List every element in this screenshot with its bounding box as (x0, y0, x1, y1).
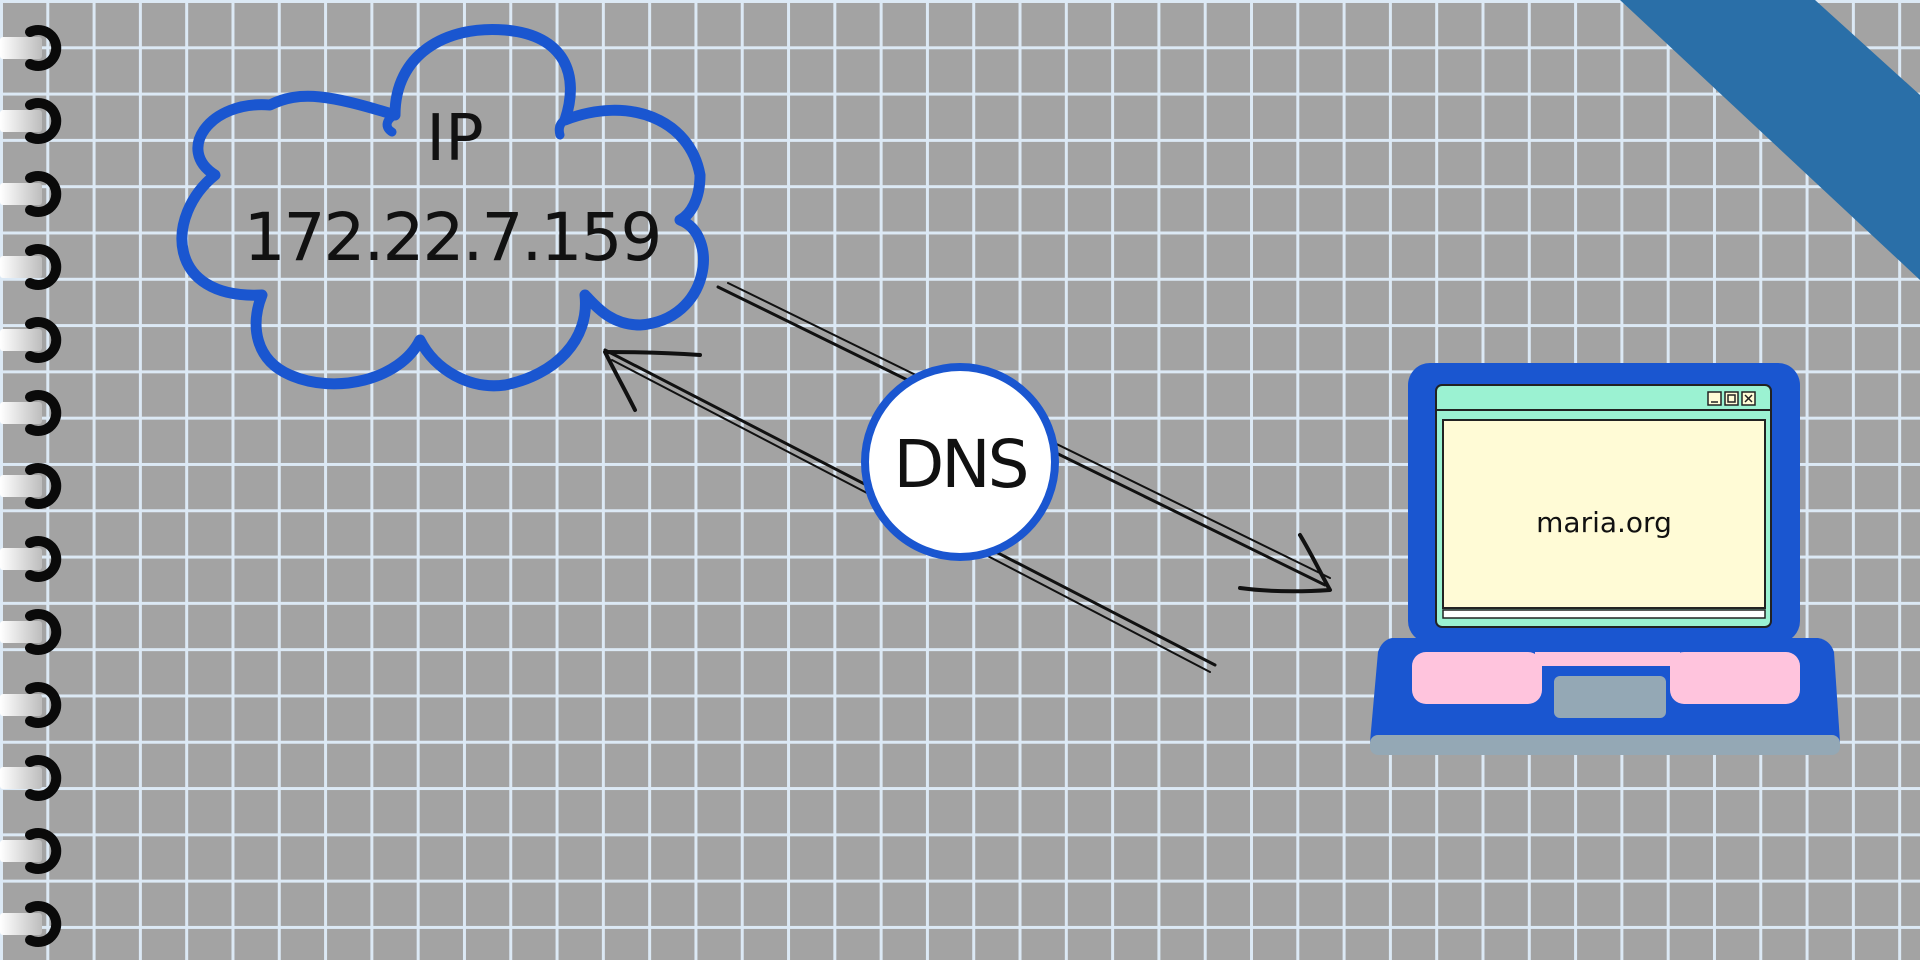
spiral-ring (0, 682, 62, 728)
spiral-ring (0, 98, 62, 144)
spiral-ring (0, 828, 62, 874)
cloud-title: IP (426, 102, 483, 176)
site-domain: maria.org (1536, 506, 1672, 539)
spiral-ring (0, 244, 62, 290)
spiral-ring (0, 536, 62, 582)
spiral-ring (0, 25, 62, 71)
minimize-icon[interactable] (1707, 391, 1722, 406)
spiral-ring (0, 755, 62, 801)
spiral-ring (0, 317, 62, 363)
corner-ribbon (1620, 0, 1920, 280)
laptop: maria.org (1370, 363, 1840, 755)
browser-titlebar-divider (1436, 409, 1771, 411)
dns-label: DNS (893, 426, 1026, 503)
keyboard-left (1412, 652, 1542, 704)
maximize-icon[interactable] (1724, 391, 1739, 406)
keyboard-right (1670, 652, 1800, 704)
dns-node: DNS (861, 363, 1059, 561)
laptop-base-edge (1370, 735, 1840, 755)
ip-cloud: IP 172.22.7.159 (176, 23, 709, 392)
spiral-ring (0, 390, 62, 436)
browser-viewport (1442, 419, 1766, 609)
browser-statusbar (1442, 609, 1766, 619)
spiral-ring (0, 171, 62, 217)
ip-address: 172.22.7.159 (244, 199, 661, 276)
notebook-spiral (0, 25, 62, 947)
keyboard-mid (1535, 652, 1680, 666)
spiral-ring (0, 609, 62, 655)
touchpad (1554, 676, 1666, 718)
spiral-ring (0, 901, 62, 947)
close-icon[interactable] (1741, 391, 1756, 406)
cloud-outline (176, 23, 709, 392)
spiral-ring (0, 463, 62, 509)
